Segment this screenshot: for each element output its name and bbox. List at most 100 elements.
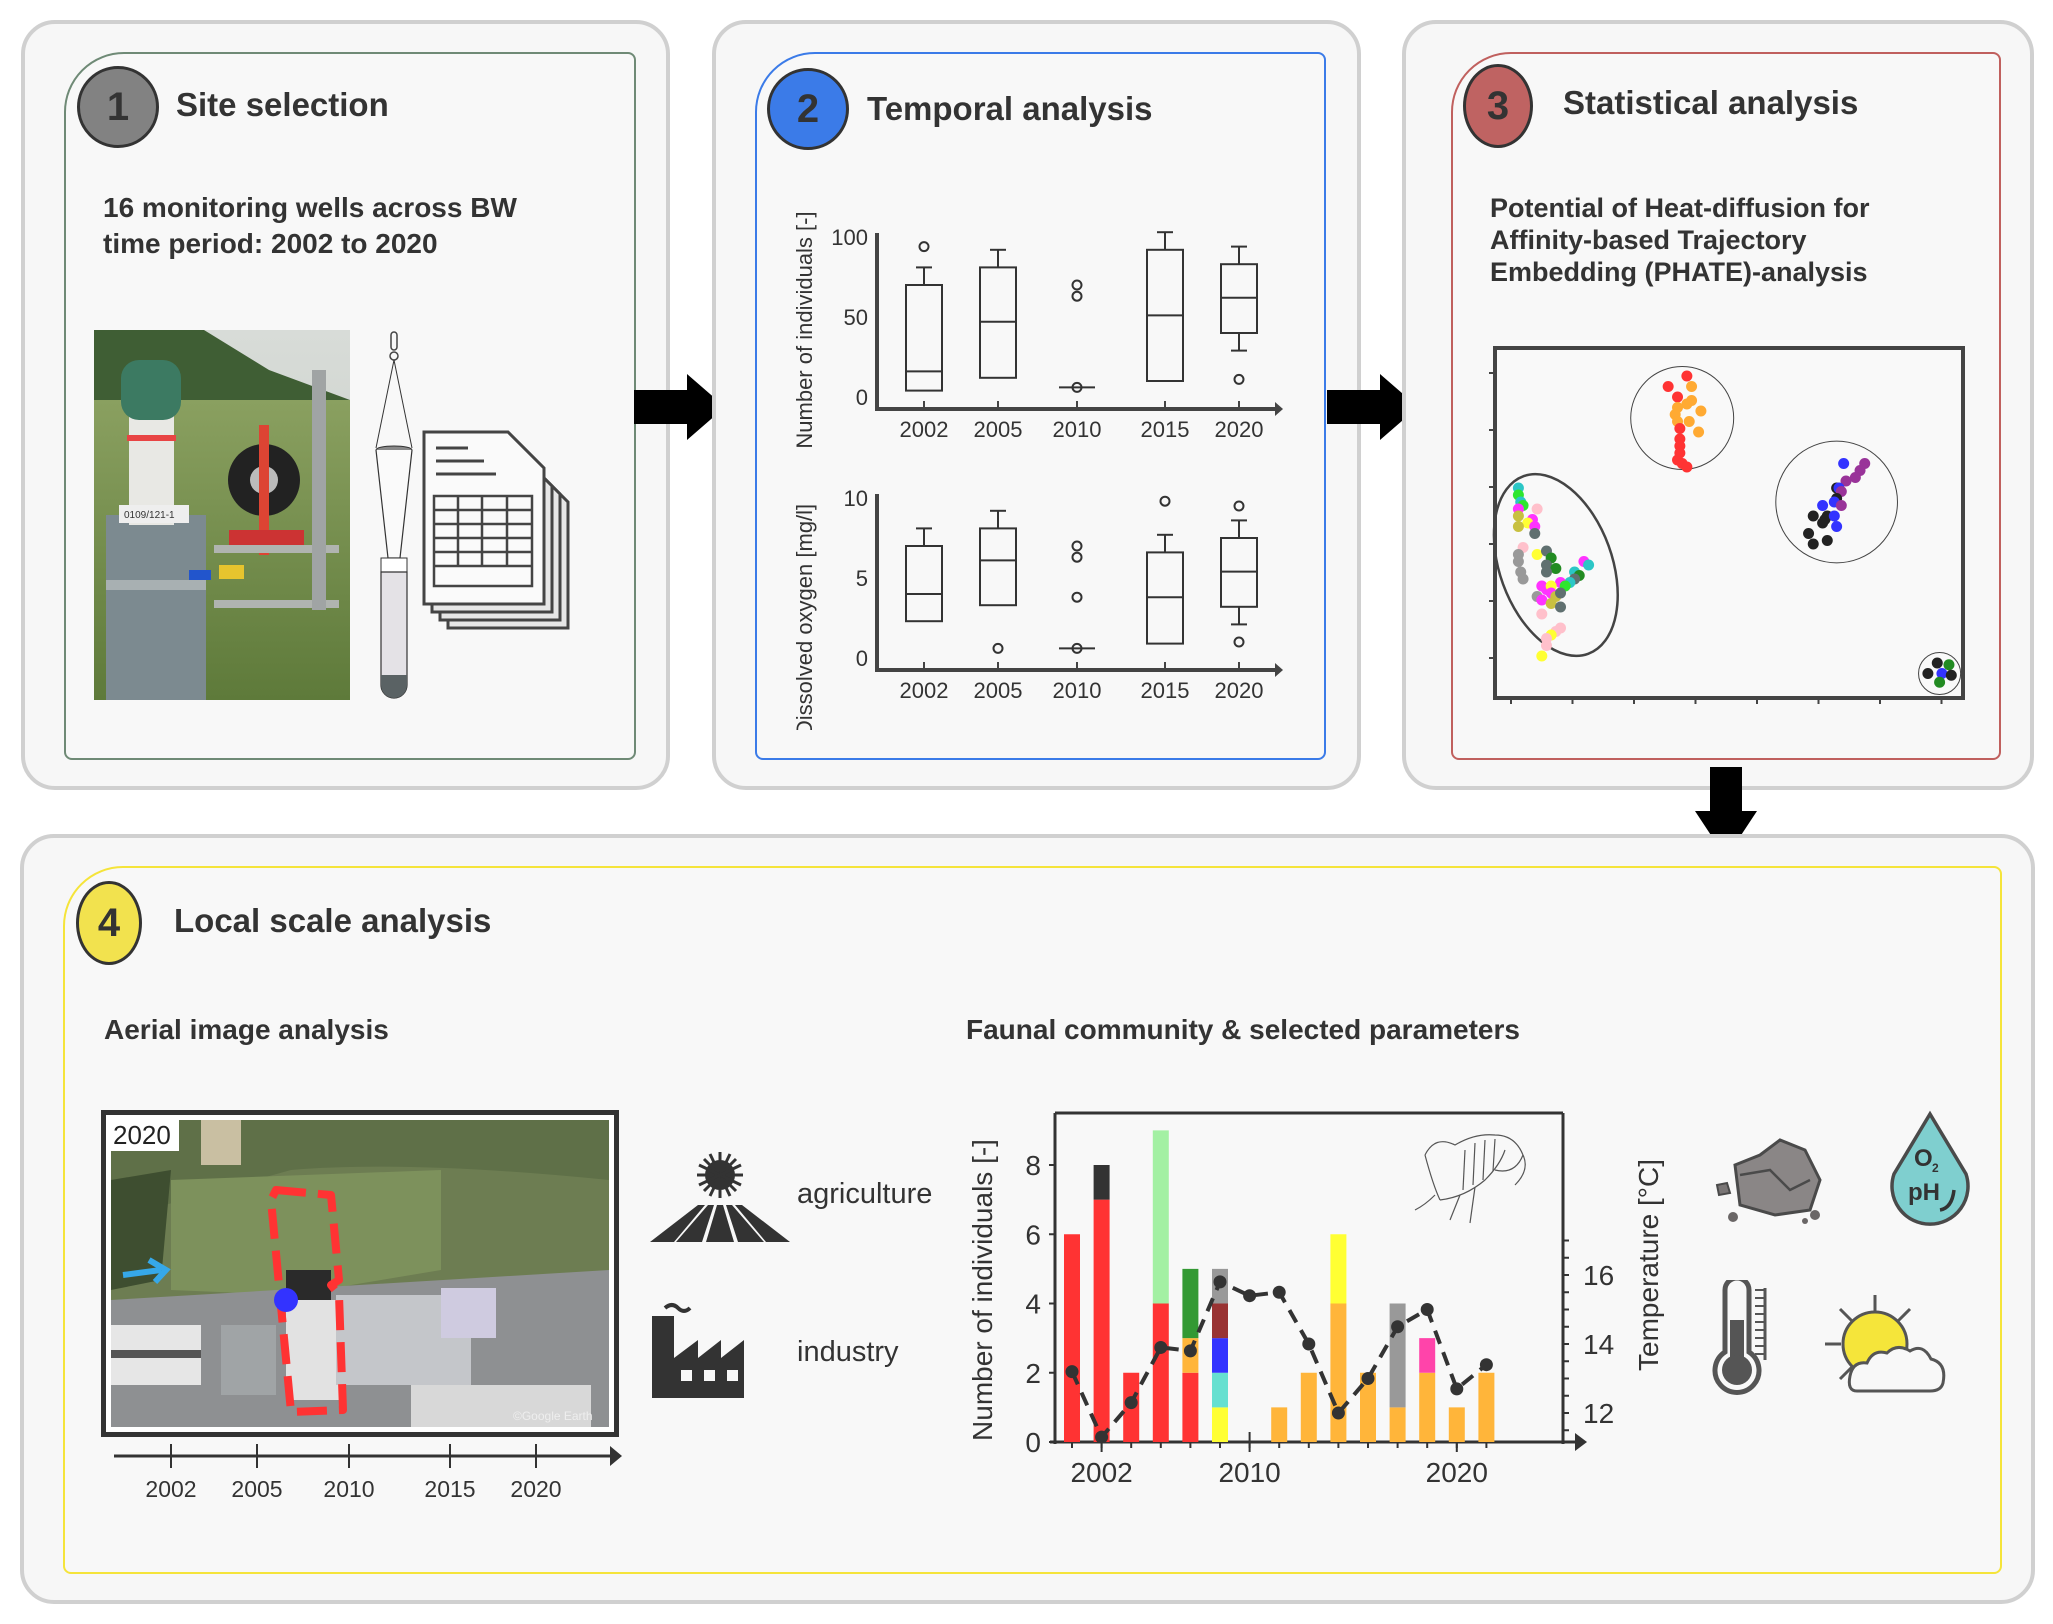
outlier-point xyxy=(992,642,1004,654)
data-point xyxy=(1512,521,1524,532)
outlier-point xyxy=(1159,495,1171,507)
faunal-community-title: Faunal community & selected parameters xyxy=(966,1014,1520,1045)
y2-tick-label: 12 xyxy=(1583,1398,1614,1429)
y-tick-label: 8 xyxy=(1025,1150,1041,1181)
sun-cloud-weather-icon xyxy=(1825,1295,1946,1393)
temperature-point xyxy=(1361,1372,1375,1385)
outlier-point xyxy=(1071,591,1083,603)
bar-segment xyxy=(1212,1338,1228,1373)
o2-label: O xyxy=(1914,1145,1933,1172)
sediment-rock-icon xyxy=(1715,1138,1822,1224)
bar-segment xyxy=(1360,1372,1376,1442)
cluster-small-outline xyxy=(1918,651,1962,696)
step-1-badge: 1 xyxy=(77,66,159,148)
y-axis-label: Number of individuals [-] xyxy=(967,1139,998,1441)
data-point xyxy=(1672,391,1684,403)
bar-segment xyxy=(1478,1372,1495,1442)
step-2-number: 2 xyxy=(796,86,820,131)
x-tick-label: 2020 xyxy=(1215,678,1264,703)
data-point xyxy=(1531,549,1543,560)
data-point xyxy=(1803,528,1815,539)
data-point xyxy=(1531,503,1543,515)
timeline-tick-label: 2015 xyxy=(424,1476,475,1500)
data-point xyxy=(1512,510,1524,522)
bar-segment xyxy=(1093,1199,1110,1442)
bar-segment xyxy=(1212,1372,1228,1408)
data-point xyxy=(1540,640,1552,651)
data-sheets-icon xyxy=(422,430,570,630)
data-point xyxy=(1931,657,1943,669)
data-point xyxy=(1807,538,1819,550)
o2-subscript: 2 xyxy=(1932,1161,1939,1175)
data-point xyxy=(1540,566,1552,578)
data-point xyxy=(1693,426,1705,438)
box xyxy=(979,527,1017,607)
bar-segment xyxy=(1271,1407,1288,1442)
step-3-number: 3 xyxy=(1486,83,1510,128)
data-point xyxy=(1831,521,1843,532)
x-axis-arrowhead xyxy=(1575,1433,1587,1451)
agriculture-label: agriculture xyxy=(797,1178,933,1210)
temperature-point xyxy=(1065,1365,1079,1379)
outlier-point xyxy=(1233,636,1245,648)
data-point xyxy=(1681,461,1693,473)
cluster-left-outline xyxy=(1492,472,1619,658)
panel-3-line-3: Embedding (PHATE)-analysis xyxy=(1490,257,1868,287)
data-point xyxy=(1840,475,1852,487)
data-point xyxy=(1943,659,1955,671)
x-tick-label: 2015 xyxy=(1141,678,1190,703)
temperature-point xyxy=(1183,1344,1197,1358)
aerial-image-title: Aerial image analysis xyxy=(104,1014,389,1045)
data-point xyxy=(1821,535,1833,546)
outlier-point xyxy=(1071,551,1083,563)
phate-scatter-plot xyxy=(1489,346,1965,704)
timeline-arrowhead xyxy=(610,1446,622,1466)
data-point xyxy=(1807,510,1819,522)
x-tick-label: 2005 xyxy=(974,417,1023,442)
data-point xyxy=(1817,517,1829,529)
industry-icon xyxy=(652,1303,744,1398)
x-tick-label: 2010 xyxy=(1053,678,1102,703)
x-tick-label: 2010 xyxy=(1053,417,1102,442)
data-point xyxy=(1681,398,1693,410)
thermometer-icon xyxy=(1712,1280,1767,1395)
step-3-badge: 3 xyxy=(1463,64,1533,148)
temperature-point xyxy=(1213,1275,1227,1289)
flow-arrow-2-to-3 xyxy=(1327,374,1418,440)
data-point xyxy=(1674,423,1686,434)
bar-segment xyxy=(1300,1372,1317,1442)
water-drop-o2-ph-icon: O 2 pH xyxy=(1890,1110,1970,1226)
panel-1-line-1: 16 monitoring wells across BW xyxy=(103,192,517,223)
data-point xyxy=(1922,668,1934,679)
data-point xyxy=(1838,458,1850,469)
panel-1-line-2: time period: 2002 to 2020 xyxy=(103,228,438,259)
monitoring-well-photo: 0109/121-1 xyxy=(94,330,350,700)
outlier-point xyxy=(918,241,930,253)
bar-segment xyxy=(1448,1407,1465,1442)
data-point xyxy=(1934,676,1946,688)
plot-frame xyxy=(1493,346,1965,700)
temperature-point xyxy=(1331,1406,1345,1420)
copyright-label: ©Google Earth xyxy=(513,1409,593,1423)
amphipod-icon xyxy=(1414,1134,1526,1224)
data-point xyxy=(1835,500,1847,511)
flow-arrow-1-to-2 xyxy=(634,374,725,440)
temperature-point xyxy=(1450,1382,1464,1396)
bar-segment xyxy=(1093,1165,1110,1200)
data-point xyxy=(1555,587,1567,599)
x-tick-label: 2002 xyxy=(900,417,949,442)
temperature-point xyxy=(1154,1340,1168,1354)
bar-segment xyxy=(1064,1234,1080,1442)
aerial-image: ©Google Earth xyxy=(111,1120,609,1427)
data-point xyxy=(1583,559,1595,571)
y-tick-label: 10 xyxy=(844,486,868,511)
panel-1-title: Site selection xyxy=(176,86,389,123)
bar-segment xyxy=(1389,1303,1406,1408)
y-axis-label: Number of individuals [-] xyxy=(792,211,817,448)
data-point xyxy=(1662,381,1674,392)
temperature-point xyxy=(1420,1303,1434,1316)
box xyxy=(905,284,943,392)
data-point xyxy=(1686,381,1698,392)
